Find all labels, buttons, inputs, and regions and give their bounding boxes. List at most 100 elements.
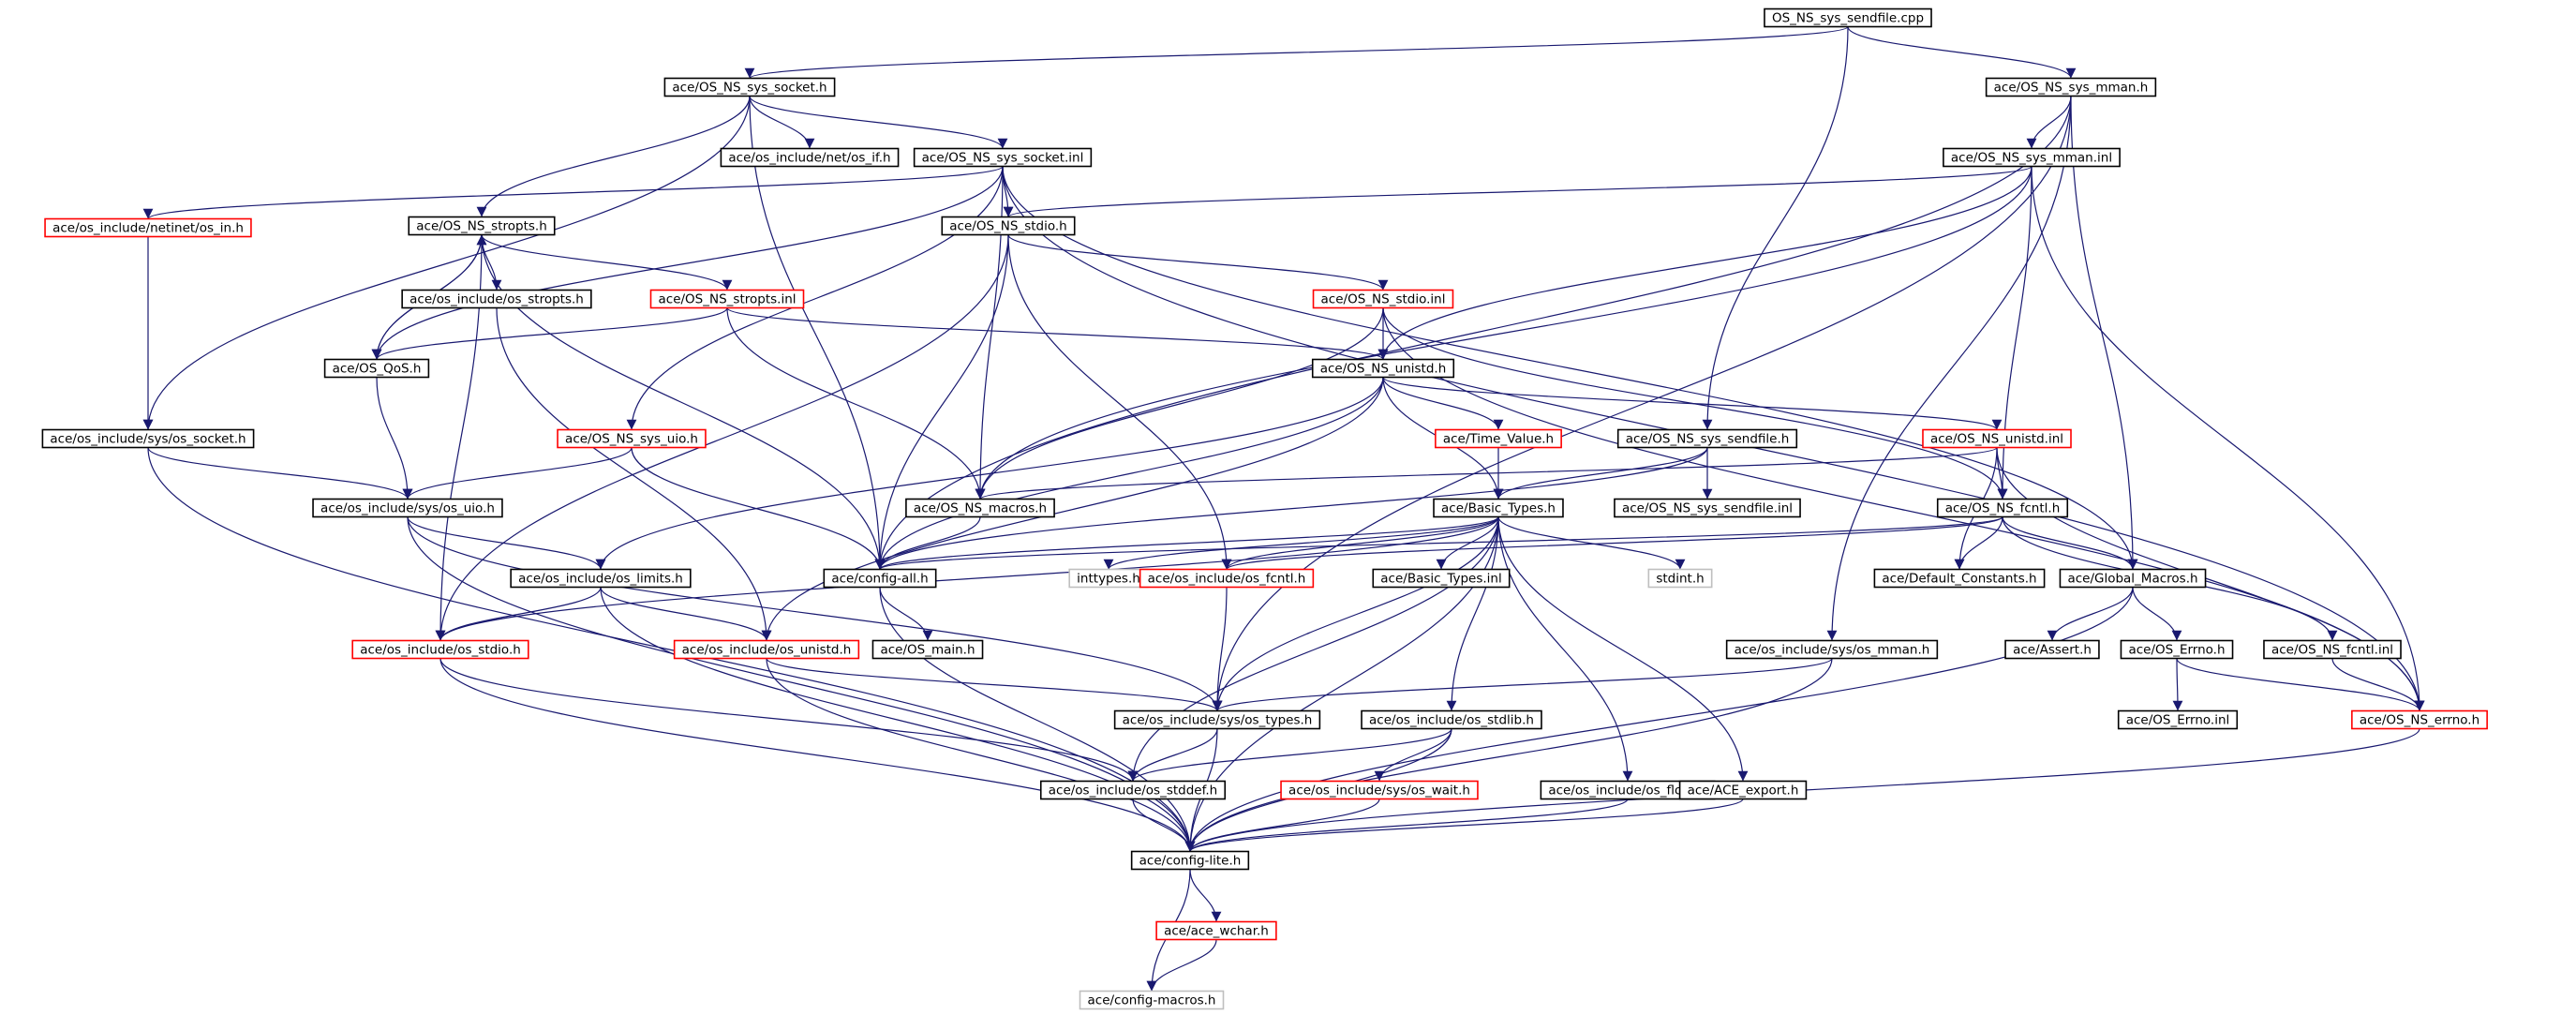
node-ace-os-errno-h[interactable]: ace/OS_Errno.h (2120, 639, 2234, 660)
node-label: ace/OS_NS_sys_socket.inl (922, 151, 1084, 166)
node-label: ace/OS_NS_fcntl.h (1945, 501, 2061, 516)
edge-n31-n37 (2132, 587, 2182, 641)
node-ace-basic-types-h[interactable]: ace/Basic_Types.h (1433, 498, 1564, 518)
edge-n15-n19 (402, 447, 633, 500)
node-ace-os-ns-fcntl-h[interactable]: ace/OS_NS_fcntl.h (1936, 498, 2069, 518)
node-ace-config-all-h[interactable]: ace/config-all.h (823, 568, 937, 589)
node-label: ace/Basic_Types.h (1441, 501, 1556, 516)
node-box (941, 216, 1076, 236)
edge-n37-n42 (2176, 658, 2425, 711)
node-ace-os-qos-h[interactable]: ace/OS_QoS.h (323, 358, 430, 379)
node-ace-os-ns-unistd-h[interactable]: ace/OS_NS_unistd.h (1311, 358, 1455, 379)
edge-n0-n17 (1702, 26, 1849, 430)
node-ace-os-include-net-os-if-h[interactable]: ace/os_include/net/os_if.h (720, 147, 900, 168)
edge-n40-n43 (1374, 728, 1452, 782)
edge-n33-n39 (766, 657, 1223, 712)
node-ace-default-constants-h[interactable]: ace/Default_Constants.h (1873, 568, 2046, 589)
edge-n31-n36 (2047, 587, 2134, 641)
node-ace-config-macros-h[interactable]: ace/config-macros.h (1079, 990, 1225, 1010)
node-box (1985, 77, 2157, 97)
node-box (557, 428, 707, 449)
node-box (2351, 709, 2488, 730)
edge-n1-n4 (749, 96, 1008, 149)
edge-n1-n7 (476, 96, 751, 217)
node-ace-os-ns-stdio-h[interactable]: ace/OS_NS_stdio.h (941, 216, 1076, 236)
edge-n8-n27 (1007, 234, 1232, 570)
node-ace-os-ns-sys-mman-h[interactable]: ace/OS_NS_sys_mman.h (1985, 77, 2157, 97)
node-ace-time-value-h[interactable]: ace/Time_Value.h (1435, 428, 1562, 449)
node-ace-os-include-sys-os-wait-h[interactable]: ace/os_include/sys/os_wait.h (1280, 780, 1479, 800)
node-ace-os-ns-sys-sendfile-inl[interactable]: ace/OS_NS_sys_sendfile.inl (1614, 498, 1801, 518)
node-ace-config-lite-h[interactable]: ace/config-lite.h (1130, 850, 1250, 871)
edge-n4-n31 (1002, 166, 2138, 570)
node-ace-os-ns-sys-socket-h[interactable]: ace/OS_NS_sys_socket.h (663, 77, 836, 97)
node-inttypes-h[interactable]: inttypes.h (1068, 568, 1149, 589)
node-box (913, 147, 1093, 168)
node-ace-os-include-sys-os-socket-h[interactable]: ace/os_include/sys/os_socket.h (41, 428, 255, 449)
node-ace-os-ns-unistd-inl[interactable]: ace/OS_NS_unistd.inl (1922, 428, 2072, 449)
node-ace-os-ns-stropts-h[interactable]: ace/OS_NS_stropts.h (408, 216, 556, 236)
node-ace-os-include-sys-os-mman-h[interactable]: ace/os_include/sys/os_mman.h (1725, 639, 1939, 660)
node-ace-ace-export-h[interactable]: ace/ACE_export.h (1678, 780, 1808, 800)
node-ace-os-ns-macros-h[interactable]: ace/OS_NS_macros.h (905, 498, 1055, 518)
node-ace-os-ns-stdio-inl[interactable]: ace/OS_NS_stdio.inl (1312, 289, 1454, 309)
node-ace-os-errno-inl[interactable]: ace/OS_Errno.inl (2117, 709, 2239, 730)
edge-n37-n41 (2172, 658, 2183, 711)
node-ace-os-ns-sys-socket-inl[interactable]: ace/OS_NS_sys_socket.inl (913, 147, 1093, 168)
node-box (1435, 428, 1562, 449)
node-label: ace/config-all.h (831, 572, 928, 587)
edge-n21-n39 (1212, 516, 1499, 711)
node-box (720, 147, 900, 168)
node-ace-os-ns-fcntl-inl[interactable]: ace/OS_NS_fcntl.inl (2263, 639, 2402, 660)
node-label: ace/Global_Macros.h (2067, 572, 2197, 587)
node-ace-os-ns-sys-mman-inl[interactable]: ace/OS_NS_sys_mman.inl (1943, 147, 2121, 168)
edge-n5-n20 (975, 166, 2033, 500)
node-ace-os-ns-errno-h[interactable]: ace/OS_NS_errno.h (2351, 709, 2488, 730)
node-ace-assert-h[interactable]: ace/Assert.h (2004, 639, 2100, 660)
node-ace-os-include-os-float-h[interactable]: ace/os_include/os_float.h (1540, 780, 1716, 800)
edge-n14-n47 (147, 447, 1196, 852)
node-ace-os-include-os-stdlib-h[interactable]: ace/os_include/os_stdlib.h (1361, 709, 1542, 730)
node-os-ns-sys-sendfile-cpp[interactable]: OS_NS_sys_sendfile.cpp (1764, 7, 1932, 28)
node-label: ace/config-macros.h (1088, 993, 1216, 1008)
edge-n2-n5 (2026, 96, 2072, 149)
node-ace-os-include-os-stropts-h[interactable]: ace/os_include/os_stropts.h (401, 289, 592, 309)
node-ace-basic-types-inl[interactable]: ace/Basic_Types.inl (1372, 568, 1511, 589)
node-label: ace/os_include/sys/os_uio.h (320, 501, 495, 516)
node-box (351, 639, 529, 660)
edge-n5-n23 (1997, 166, 2033, 500)
node-ace-os-ns-stropts-inl[interactable]: ace/OS_NS_stropts.inl (649, 289, 805, 309)
node-ace-global-macros-h[interactable]: ace/Global_Macros.h (2059, 568, 2207, 589)
node-label: ace/OS_NS_fcntl.inl (2271, 643, 2393, 658)
node-ace-os-include-os-limits-h[interactable]: ace/os_include/os_limits.h (510, 568, 692, 589)
node-label: ace/os_include/os_unistd.h (682, 643, 852, 658)
nodes-layer: OS_NS_sys_sendfile.cpp ace/OS_NS_sys_sock… (41, 7, 2488, 1010)
node-box (1936, 498, 2069, 518)
edge-n5-n42 (2031, 166, 2425, 711)
node-ace-os-include-netinet-os-in-h[interactable]: ace/os_include/netinet/os_in.h (44, 217, 252, 238)
edge-n2-n39 (1212, 96, 2072, 711)
edge-n13-n25 (874, 377, 1384, 570)
node-label: ace/os_include/os_stropts.h (409, 292, 584, 307)
node-box (1372, 568, 1511, 589)
node-box (823, 568, 937, 589)
edge-n48-n49 (1146, 939, 1217, 992)
node-ace-os-include-os-fcntl-h[interactable]: ace/os_include/os_fcntl.h (1139, 568, 1315, 589)
node-ace-os-include-os-stddef-h[interactable]: ace/os_include/os_stddef.h (1039, 780, 1227, 800)
node-ace-os-include-sys-os-types-h[interactable]: ace/os_include/sys/os_types.h (1113, 709, 1321, 730)
node-ace-ace-wchar-h[interactable]: ace/ace_wchar.h (1155, 920, 1277, 941)
edge-n10-n13 (726, 306, 1389, 361)
node-stdint-h[interactable]: stdint.h (1647, 568, 1713, 589)
node-ace-os-ns-sys-sendfile-h[interactable]: ace/OS_NS_sys_sendfile.h (1616, 428, 1798, 449)
node-box (1678, 780, 1808, 800)
node-box (1647, 568, 1713, 589)
node-ace-os-include-sys-os-uio-h[interactable]: ace/os_include/sys/os_uio.h (312, 498, 503, 518)
node-ace-os-main-h[interactable]: ace/OS_main.h (871, 639, 984, 660)
node-ace-os-ns-sys-uio-h[interactable]: ace/OS_NS_sys_uio.h (557, 428, 707, 449)
edge-n2-n25 (874, 96, 2072, 570)
edge-n17-n21 (1493, 447, 1708, 500)
edge-n35-n39 (1212, 657, 1833, 712)
node-ace-os-include-os-stdio-h[interactable]: ace/os_include/os_stdio.h (351, 639, 529, 660)
node-label: ace/OS_NS_sys_mman.h (1994, 81, 2149, 96)
node-ace-os-include-os-unistd-h[interactable]: ace/os_include/os_unistd.h (673, 639, 860, 660)
